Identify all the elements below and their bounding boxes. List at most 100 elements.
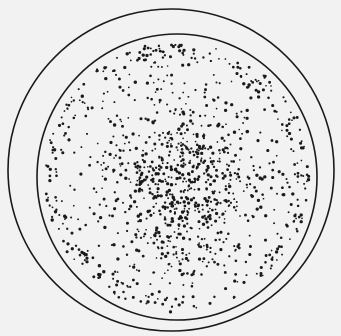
- speckle-dot: [105, 66, 107, 68]
- speckle-dot: [198, 211, 201, 214]
- speckle-dot: [166, 245, 168, 247]
- speckle-dot: [175, 251, 177, 253]
- speckle-dot: [149, 214, 152, 217]
- speckle-dot: [109, 153, 112, 156]
- speckle-dot: [218, 238, 220, 240]
- speckle-dot: [118, 156, 121, 159]
- speckle-dot: [161, 277, 163, 279]
- speckle-dot: [224, 271, 227, 274]
- speckle-dot: [296, 116, 299, 119]
- speckle-dot: [202, 56, 204, 58]
- speckle-dot: [193, 197, 196, 200]
- speckle-dot: [78, 228, 81, 231]
- speckle-dot: [158, 180, 160, 182]
- speckle-dot: [170, 168, 173, 171]
- speckle-dot: [61, 116, 63, 118]
- speckle-dot: [170, 165, 173, 168]
- speckle-dot: [202, 209, 204, 211]
- speckle-dot: [129, 149, 131, 151]
- speckle-dot: [155, 229, 158, 232]
- speckle-dot: [187, 129, 189, 131]
- speckle-dot: [165, 222, 167, 224]
- speckle-dot: [271, 139, 274, 142]
- speckle-dot: [175, 183, 177, 185]
- speckle-dot: [297, 181, 299, 183]
- speckle-dot: [174, 208, 176, 210]
- speckle-dot: [187, 148, 189, 150]
- speckle-dot: [167, 240, 169, 242]
- speckle-dot: [202, 223, 205, 226]
- speckle-dot: [138, 270, 140, 272]
- speckle-dot: [149, 53, 152, 56]
- speckle-dot: [182, 138, 184, 140]
- speckle-dot: [104, 151, 106, 153]
- speckle-dot: [271, 258, 274, 261]
- speckle-dot: [134, 165, 137, 168]
- speckle-dot: [170, 143, 172, 145]
- speckle-dot: [219, 152, 221, 154]
- speckle-dot: [98, 276, 101, 279]
- speckle-dot: [205, 181, 207, 183]
- speckle-dot: [102, 100, 104, 102]
- speckle-dot: [142, 53, 145, 56]
- speckle-dot: [180, 125, 183, 128]
- speckle-dot: [248, 66, 251, 69]
- speckle-dot: [91, 106, 94, 109]
- speckle-dot: [240, 111, 242, 113]
- speckle-dot: [259, 272, 262, 275]
- speckle-dot: [209, 175, 212, 178]
- speckle-dot: [202, 145, 205, 148]
- speckle-dot: [183, 162, 185, 164]
- speckle-dot: [73, 258, 75, 260]
- speckle-dot: [259, 176, 262, 179]
- speckle-dot: [121, 125, 124, 128]
- speckle-dot: [286, 182, 288, 184]
- speckle-dot: [259, 82, 262, 85]
- speckle-dot: [197, 188, 200, 191]
- speckle-dot: [230, 103, 233, 106]
- speckle-dot: [174, 212, 176, 214]
- speckle-dot: [159, 99, 162, 102]
- speckle-dot: [67, 126, 69, 128]
- speckle-dot: [144, 152, 147, 155]
- speckle-dot: [218, 58, 220, 60]
- speckle-dot: [285, 178, 287, 180]
- speckle-dot: [224, 109, 227, 112]
- speckle-dot: [200, 152, 203, 155]
- speckle-dot: [66, 228, 68, 230]
- speckle-dot: [193, 305, 196, 308]
- speckle-dot: [139, 213, 142, 216]
- speckle-dot: [243, 190, 245, 192]
- speckle-dot: [130, 181, 132, 183]
- speckle-dot: [256, 80, 258, 82]
- speckle-dot: [187, 96, 189, 98]
- speckle-dot: [213, 74, 215, 76]
- speckle-dot: [253, 169, 255, 171]
- speckle-dot: [181, 108, 183, 110]
- speckle-dot: [180, 190, 183, 193]
- speckle-dot: [49, 168, 52, 171]
- speckle-dot: [154, 132, 156, 134]
- speckle-dot: [296, 228, 298, 230]
- speckle-dot: [176, 257, 178, 259]
- speckle-dot: [82, 252, 85, 255]
- speckle-dot: [153, 82, 155, 84]
- speckle-dot: [232, 160, 235, 163]
- speckle-dot: [205, 83, 208, 86]
- speckle-dot: [161, 143, 164, 146]
- speckle-dot: [275, 140, 278, 143]
- speckle-dot: [55, 174, 58, 177]
- speckle-dot: [161, 66, 163, 68]
- speckle-dot: [207, 226, 210, 229]
- speckle-dot: [209, 217, 212, 220]
- speckle-dot: [246, 73, 248, 75]
- speckle-dot: [120, 165, 122, 167]
- speckle-dot: [239, 215, 241, 217]
- speckle-dot: [167, 197, 169, 199]
- speckle-dot: [132, 266, 135, 269]
- speckle-dot: [170, 221, 172, 223]
- speckle-dot: [229, 171, 231, 173]
- speckle-dot: [162, 205, 165, 208]
- speckle-dot: [54, 157, 57, 160]
- speckle-dot: [261, 193, 264, 196]
